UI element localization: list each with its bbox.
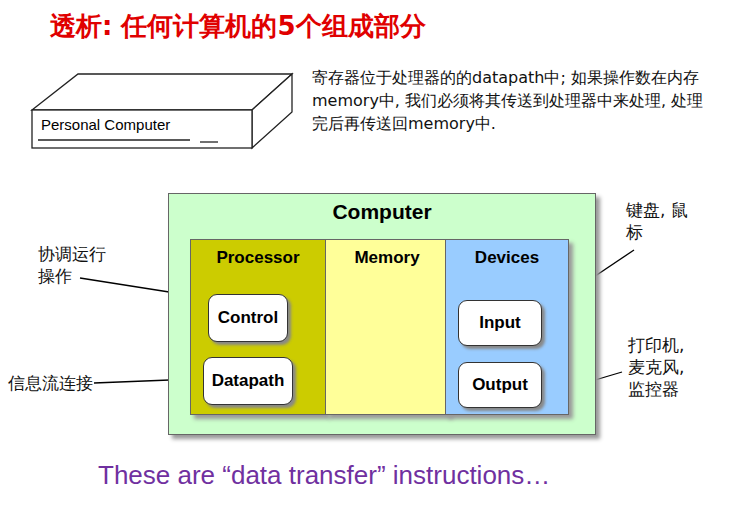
datapath-box: Datapath [203, 357, 294, 405]
device-name: Personal Computer [41, 116, 170, 133]
box-title: Control [218, 308, 278, 328]
caption: These are “data transfer” instructions… [98, 458, 550, 492]
box-title: Memory [326, 248, 448, 268]
control-box: Control [208, 294, 288, 342]
pc-illustration [32, 74, 292, 148]
explanation-note: 寄存器位于处理器的的datapath中; 如果操作数在内存memory中, 我们… [312, 66, 712, 135]
input-box: Input [458, 300, 542, 346]
devices-box: DevicesInputOutput [445, 239, 569, 415]
processor-box: ProcessorControlDatapath [190, 239, 326, 415]
computer-box: ComputerProcessorControlDatapathMemoryDe… [168, 193, 596, 435]
callout-label: 打印机, 麦克风, 监控器 [628, 334, 698, 400]
box-title: Devices [446, 248, 568, 268]
output-box: Output [458, 362, 542, 408]
box-title: Input [479, 313, 521, 333]
callout-label: 协调运行 操作 [38, 243, 116, 287]
page-title: 透析: 任何计算机的5个组成部分 [50, 10, 426, 42]
pc-front-panel: Personal Computer [32, 110, 252, 148]
box-title: Processor [191, 248, 325, 268]
box-title: Output [472, 375, 528, 395]
box-title: Datapath [212, 371, 285, 391]
memory-box: Memory [325, 239, 449, 415]
box-title: Computer [169, 200, 595, 224]
callout-label: 键盘, 鼠标 [626, 199, 688, 243]
callout-label: 信息流连接 [8, 372, 118, 394]
